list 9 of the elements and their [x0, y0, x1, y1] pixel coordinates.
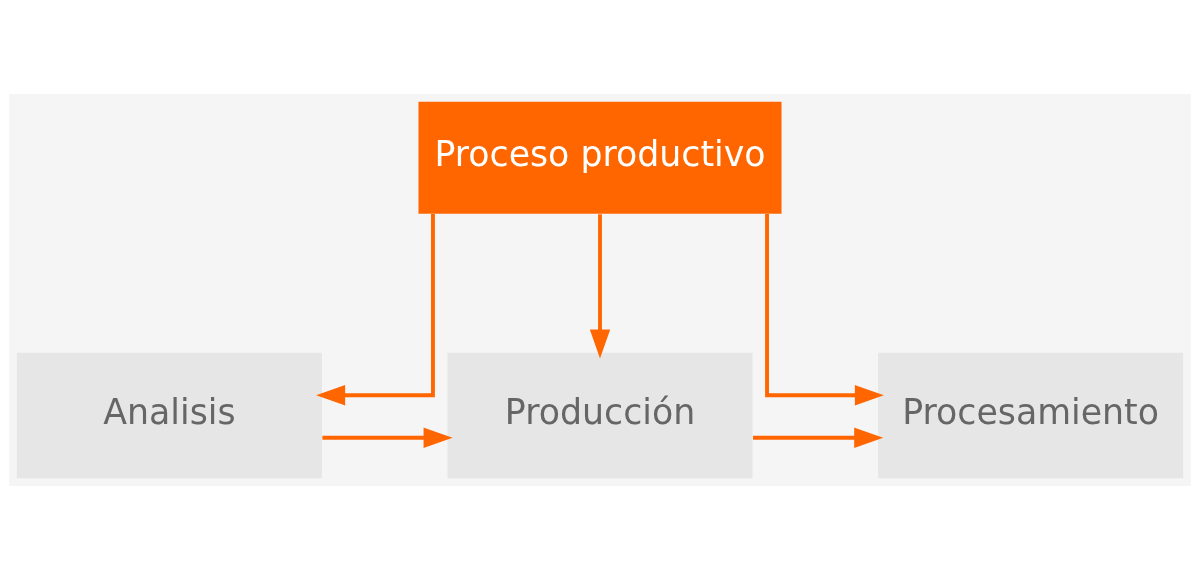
- arrow: [589, 213, 611, 359]
- arrow: [765, 213, 884, 405]
- node-box: Analisis: [16, 352, 322, 478]
- arrow: [753, 427, 884, 448]
- arrow: [316, 213, 435, 405]
- arrow: [322, 427, 453, 448]
- node-box: Procesamiento: [878, 352, 1184, 478]
- node-box: Proceso productivo: [418, 101, 782, 214]
- node-box: Producción: [447, 352, 753, 478]
